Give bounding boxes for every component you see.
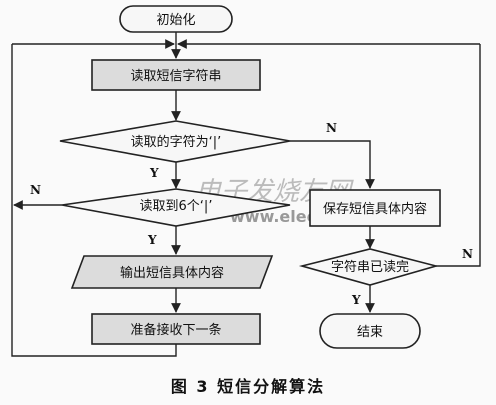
edge-label-six-yes: Y: [147, 233, 157, 247]
end-terminator: [319, 313, 421, 349]
node-init: 初始化: [119, 5, 233, 33]
read-string-label: 读取短信字符串: [130, 68, 221, 84]
check-six-diamond: [61, 188, 291, 227]
node-save-content: 保存短信具体内容: [309, 189, 441, 227]
prepare-next-box: [91, 313, 261, 345]
connectors: [11, 32, 481, 357]
save-content-label: 保存短信具体内容: [323, 201, 427, 217]
edge-label-done-yes: Y: [351, 293, 361, 307]
end-label: 结束: [357, 325, 383, 340]
read-string-box: [91, 59, 261, 91]
node-string-done: 字符串已读完: [298, 248, 440, 286]
check-six-label: 读取到6个‘|’: [140, 199, 213, 214]
edge-label-done-no: N: [462, 247, 473, 261]
init-terminator: [119, 5, 233, 33]
node-end: 结束: [319, 313, 421, 349]
node-prepare-next: 准备接收下一条: [91, 313, 261, 345]
output-content-parallelogram: [70, 255, 274, 289]
check-char-diamond: [59, 120, 291, 163]
node-check-six: 读取到6个‘|’: [61, 188, 291, 227]
edge-label-six-no: N: [30, 183, 41, 197]
loop-left-line: [11, 44, 177, 357]
node-output-content: 输出短信具体内容: [70, 255, 274, 289]
output-content-label: 输出短信具体内容: [120, 265, 224, 281]
edge-label-char-no: N: [326, 121, 337, 135]
prepare-next-label: 准备接收下一条: [130, 322, 221, 338]
edge-label-char-yes: Y: [149, 166, 159, 180]
string-done-label: 字符串已读完: [331, 259, 409, 275]
check-char-label: 读取的字符为‘|’: [131, 134, 222, 150]
init-label: 初始化: [156, 13, 195, 28]
save-content-box: [309, 189, 441, 227]
arrow-char-no: [290, 140, 375, 189]
loop-right-line: [436, 44, 481, 267]
node-check-char: 读取的字符为‘|’: [59, 120, 291, 163]
figure-caption: 图 3 短信分解算法: [171, 377, 325, 396]
edge-labels: Y N N Y Y N: [30, 121, 473, 307]
node-read-string: 读取短信字符串: [91, 59, 261, 91]
string-done-diamond: [298, 248, 440, 286]
